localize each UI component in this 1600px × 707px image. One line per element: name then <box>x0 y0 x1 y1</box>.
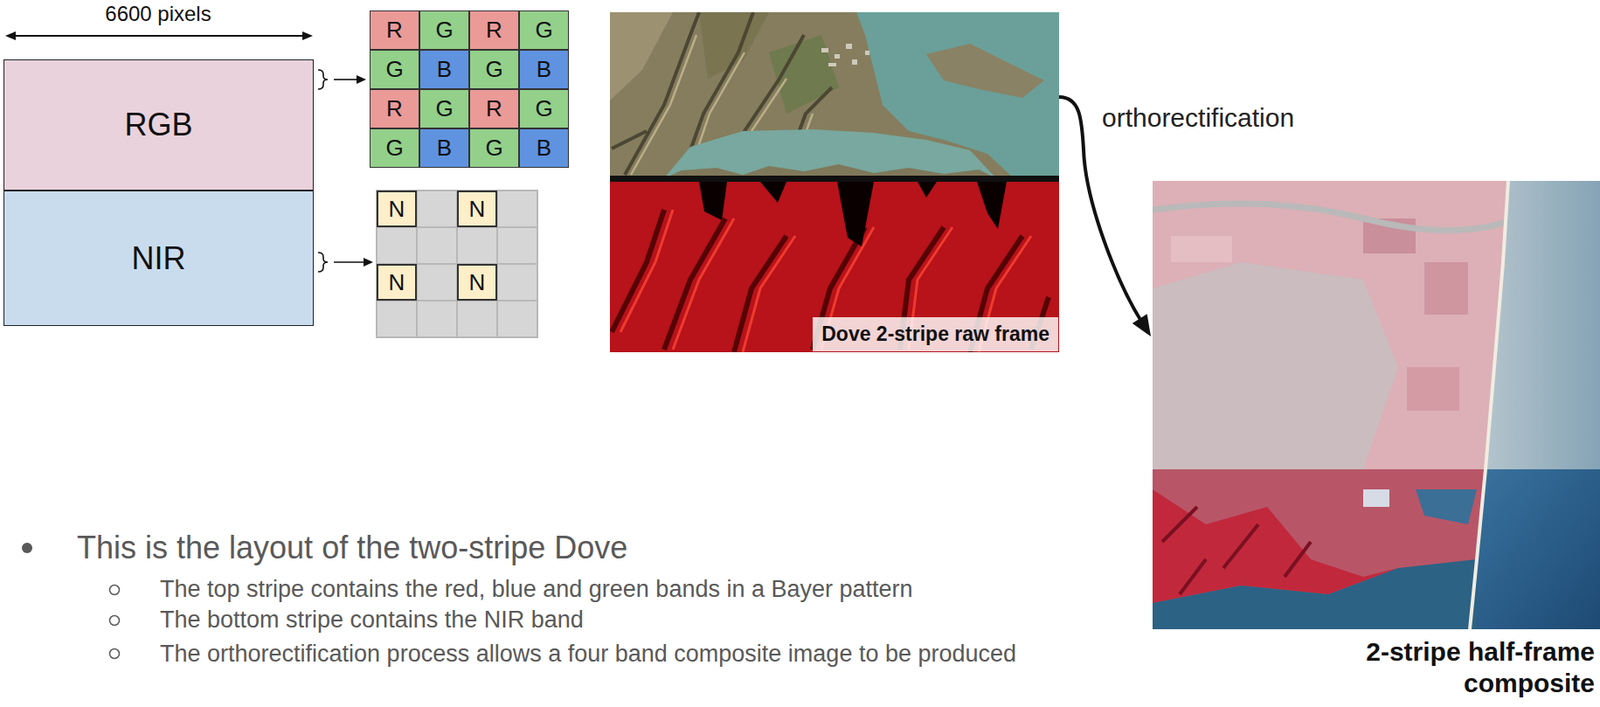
bayer-cell: B <box>519 128 569 168</box>
stripe-label: NIR <box>131 240 187 278</box>
bullet-text: This is the layout of the two-stripe Dov… <box>76 528 1039 568</box>
bayer-cell: G <box>519 89 569 129</box>
composite-frame: 2-stripe half-frame composite <box>1152 180 1600 706</box>
bayer-cell: G <box>419 89 470 129</box>
band-letter: G <box>534 95 553 123</box>
bayer-cell: B <box>419 49 470 90</box>
raw-frame-image <box>609 12 1060 353</box>
image-caption: 2-stripe half-frame composite <box>1262 636 1595 700</box>
band-letter: G <box>435 16 453 44</box>
composite-image <box>1152 180 1600 630</box>
raw-frame: Dove 2-stripe raw frame <box>609 12 1060 353</box>
arrow-head <box>356 75 367 84</box>
edge-label: orthorectification <box>1099 102 1297 134</box>
stripe-box: RGB <box>3 59 314 191</box>
band-letter: N <box>469 269 486 297</box>
arrow-head <box>1132 313 1151 337</box>
nir-cell: N <box>376 190 417 228</box>
band-letter: B <box>536 134 552 162</box>
band-letter: N <box>388 195 406 223</box>
bayer-cell: G <box>369 49 420 90</box>
arrow-head <box>363 257 374 267</box>
band-letter: B <box>436 55 452 84</box>
band-letter: G <box>435 95 453 123</box>
dimension-label: 6600 pixels <box>0 1 317 27</box>
band-letter: N <box>469 195 486 223</box>
bayer-cell: G <box>369 128 420 168</box>
sub-bullet-text: The top stripe contains the red, blue an… <box>159 574 1139 605</box>
bayer-cell: B <box>519 49 569 90</box>
bayer-cell: G <box>519 10 569 50</box>
bayer-cell: R <box>469 89 520 129</box>
bayer-cell: G <box>419 10 470 50</box>
stripe-label: RGB <box>124 106 193 144</box>
band-letter: G <box>484 134 503 162</box>
bayer-cell: R <box>369 89 420 129</box>
bayer-cell: G <box>469 128 520 168</box>
band-letter: R <box>485 95 503 123</box>
image-label: Dove 2-stripe raw frame <box>812 317 1059 352</box>
nir-cell: N <box>376 263 417 301</box>
nir-cell: N <box>457 190 498 228</box>
sub-bullet-text: The bottom stripe contains the NIR band <box>159 604 1139 636</box>
bayer-cell: R <box>369 10 420 50</box>
band-letter: R <box>386 95 403 123</box>
band-letter: G <box>534 16 553 44</box>
sub-bullet-text: The orthorectification process allows a … <box>159 637 1069 671</box>
band-letter: G <box>385 55 403 84</box>
brace-arrow <box>318 69 364 272</box>
nir-grid <box>376 190 538 338</box>
dimension-arrow <box>5 31 313 41</box>
band-letter: B <box>536 55 552 84</box>
band-letter: R <box>485 16 503 44</box>
band-letter: B <box>436 134 452 162</box>
bayer-cell: G <box>469 49 520 90</box>
band-letter: R <box>386 16 403 44</box>
stripe-box: NIR <box>3 190 314 326</box>
band-letter: N <box>388 269 406 297</box>
bayer-cell: B <box>419 128 470 168</box>
band-letter: G <box>484 55 503 84</box>
bayer-cell: R <box>469 10 520 50</box>
band-letter: G <box>385 134 403 162</box>
nir-cell: N <box>457 263 498 301</box>
